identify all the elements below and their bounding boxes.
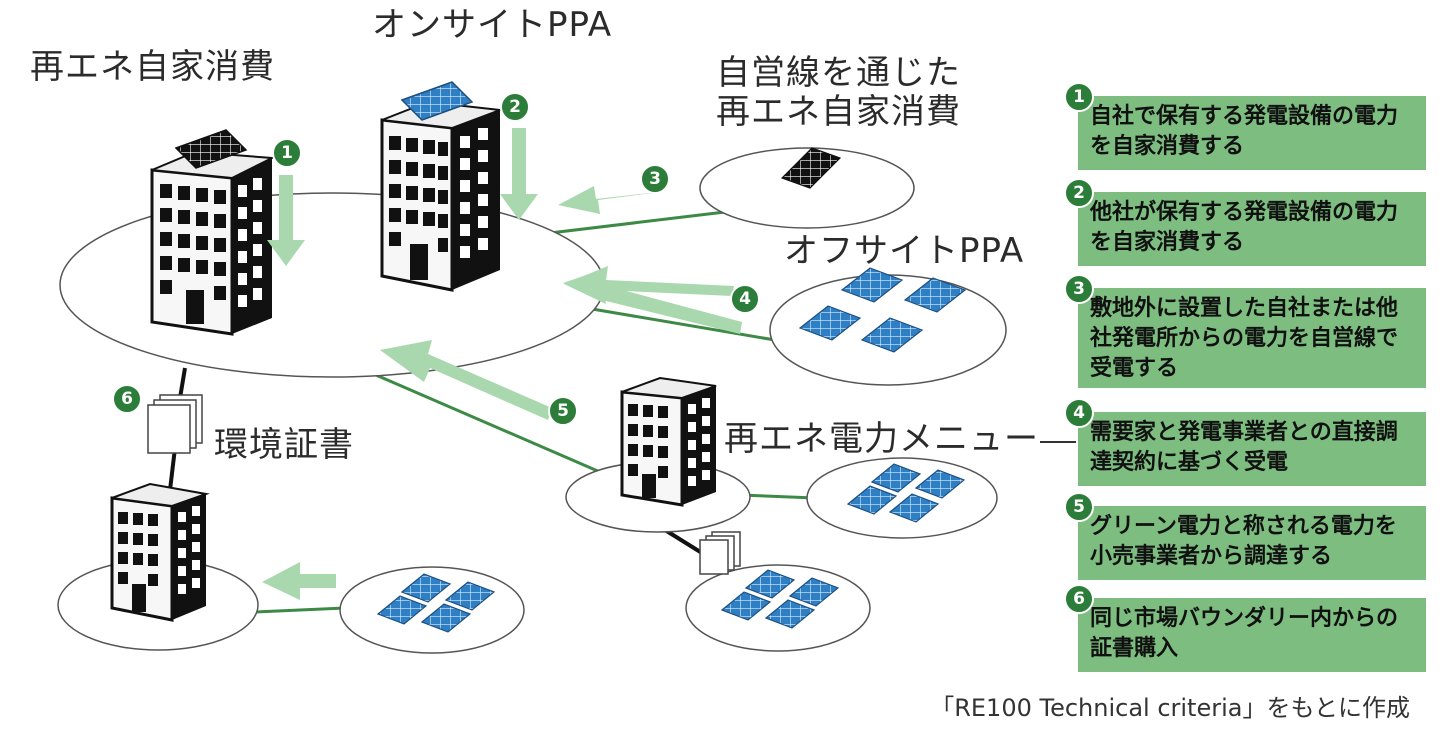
marker-6: 6 [112,384,142,414]
label-offsite-ppa: オフサイトPPA [784,231,1025,271]
solar-arrays [376,147,967,633]
building-5 [620,376,717,507]
source-note: 「RE100 Technical criteria」をもとに作成 [930,694,1410,722]
flow-arrows-solid [564,266,734,304]
marker-2: 2 [500,92,530,122]
marker-3: 3 [640,164,670,194]
building-1 [150,129,276,336]
legend-badge-3: 3 [1064,274,1094,304]
label-private-line: 自営線を通じた 再エネ自家消費 [716,53,961,133]
legend-badge-5: 5 [1064,492,1094,522]
legend-card-text: 需要家と発電事業者との直接調達契約に基づく受電 [1090,420,1398,475]
legend-card-4: 需要家と発電事業者との直接調達契約に基づく受電 [1078,412,1426,486]
building-6 [110,482,210,622]
legend-card-1: 自社で保有する発電設備の電力を自家消費する [1078,96,1426,170]
certificate-icon-1 [147,394,203,454]
building-2 [380,81,501,292]
legend-card-text: グリーン電力と称される電力を小売事業者から調達する [1090,514,1397,569]
legend-card-text: 自社で保有する発電設備の電力を自家消費する [1090,104,1399,159]
legend-card-5: グリーン電力と称される電力を小売事業者から調達する [1078,506,1426,580]
certificate-icon-2 [699,531,741,575]
legend-card-text: 他社が保有する発電設備の電力を自家消費する [1090,200,1399,255]
legend-card-3: 敷地外に設置した自社または他社発電所からの電力を自営線で受電する [1078,288,1426,388]
legend-card-2: 他社が保有する発電設備の電力を自家消費する [1078,192,1426,266]
label-self-consumption: 再エネ自家消費 [30,47,275,87]
marker-4: 4 [730,284,760,314]
marker-1: 1 [272,138,302,168]
label-onsite-ppa: オンサイトPPA [372,5,613,45]
marker-5: 5 [548,396,578,426]
green-menu-line [1040,441,1076,443]
legend-card-text: 敷地外に設置した自社または他社発電所からの電力を自営線で受電する [1090,296,1399,381]
legend-card-6: 同じ市場バウンダリー内からの証書購入 [1078,598,1426,672]
legend-badge-6: 6 [1064,584,1094,614]
legend-badge-2: 2 [1064,178,1094,208]
legend-badge-1: 1 [1064,82,1094,112]
label-green-menu: 再エネ電力メニュー [724,419,1039,459]
legend-card-text: 同じ市場バウンダリー内からの証書購入 [1090,606,1399,661]
legend-badge-4: 4 [1064,398,1094,428]
label-certificate: 環境証書 [214,425,354,465]
